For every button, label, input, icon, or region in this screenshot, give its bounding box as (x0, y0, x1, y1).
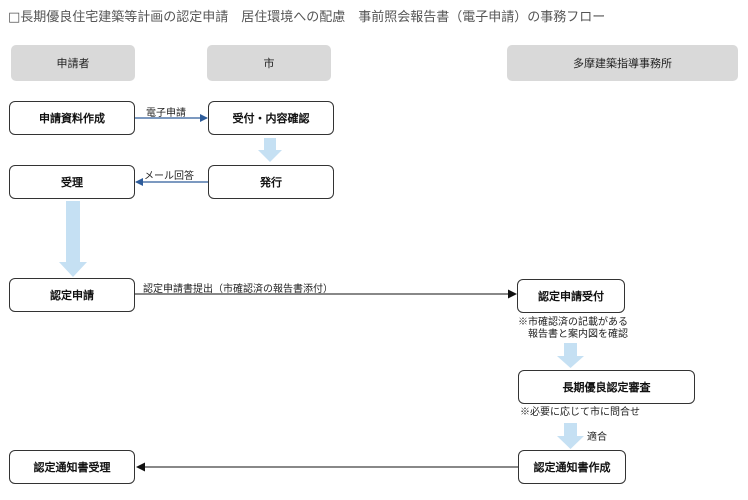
box-receive-check: 受付・内容確認 (208, 101, 334, 135)
box-notice-create: 認定通知書作成 (518, 450, 626, 484)
box-prepare: 申請資料作成 (9, 101, 135, 135)
note-confirm-line2: 報告書と案内図を確認 (528, 329, 628, 340)
label-e-submit: 電子申請 (146, 108, 186, 119)
block-arrow-applicant (59, 201, 87, 277)
box-office-receive: 認定申請受付 (517, 279, 625, 313)
label-suitable: 適合 (587, 432, 607, 443)
box-apply: 認定申請 (9, 278, 135, 312)
box-notice-receive: 認定通知書受理 (9, 450, 135, 484)
page-title: □長期優良住宅建築等計画の認定申請 居住環境への配慮 事前照会報告書（電子申請）… (8, 10, 606, 25)
block-arrow-office-1 (557, 343, 584, 368)
box-review: 長期優良認定審査 (518, 370, 695, 404)
note-inquiry: ※必要に応じて市に問合せ (520, 407, 640, 418)
block-arrow-office-2 (557, 423, 584, 449)
lane-applicant: 申請者 (11, 45, 135, 81)
label-mail-reply: メール回答 (144, 171, 194, 182)
lane-office: 多摩建築指導事務所 (507, 45, 738, 81)
box-accept: 受理 (9, 165, 135, 199)
box-issue: 発行 (208, 165, 334, 199)
lane-city: 市 (207, 45, 331, 81)
note-confirm-line1: ※市確認済の記載がある (518, 317, 628, 328)
label-apply-submit: 認定申請書提出（市確認済の報告書添付） (143, 284, 333, 295)
block-arrow-city (258, 138, 282, 162)
